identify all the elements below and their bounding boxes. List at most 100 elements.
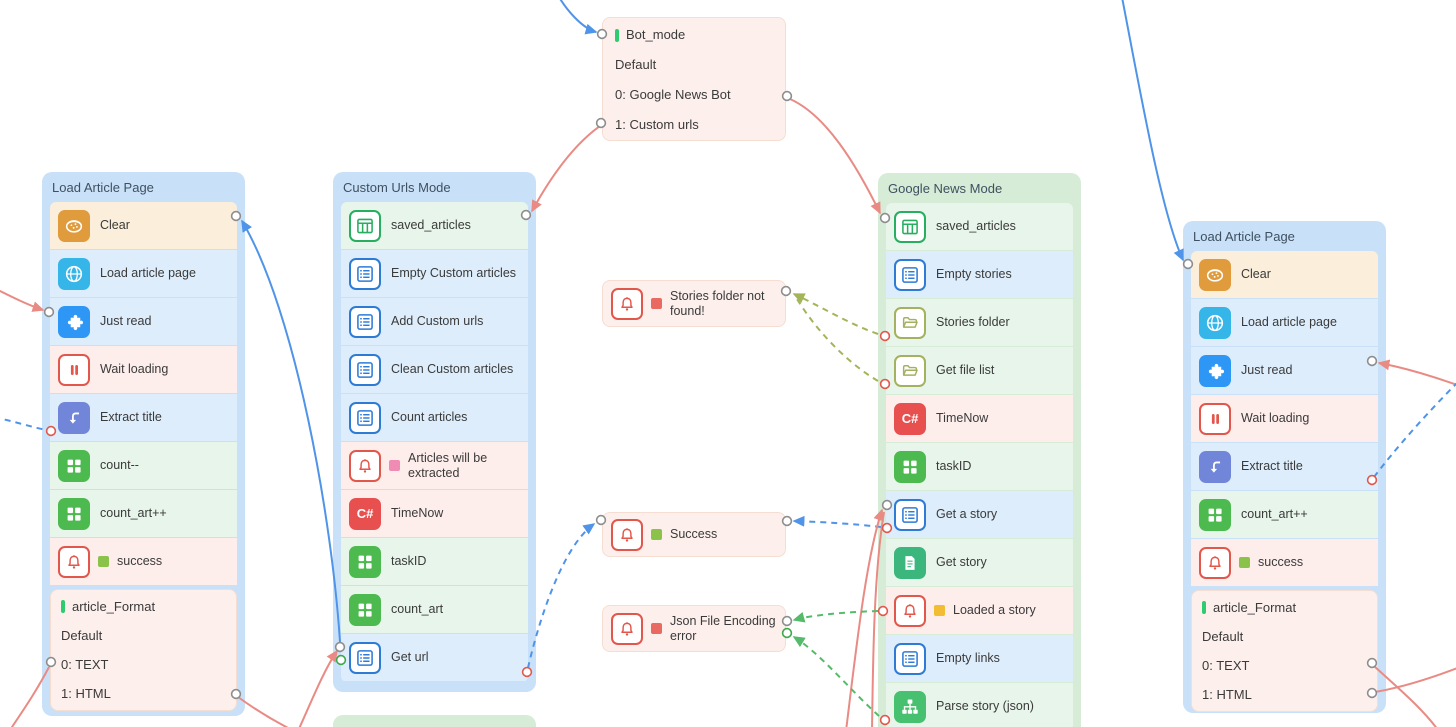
switch-option-1-html[interactable]: 1: HTML bbox=[1202, 680, 1367, 709]
edge-offscreen-bottom-to-get-url-in bbox=[298, 649, 338, 727]
get-story-node[interactable]: Get story bbox=[886, 539, 1073, 586]
switch-option-default[interactable]: Default bbox=[615, 50, 773, 80]
switch-option-0-text[interactable]: 0: TEXT bbox=[1202, 651, 1367, 680]
load-article-page-node[interactable]: Load article page bbox=[1191, 299, 1378, 346]
switch-option-label: 0: TEXT bbox=[61, 657, 109, 672]
group-title: Load Article Page bbox=[52, 180, 154, 195]
node-label: Just read bbox=[100, 314, 152, 328]
timenow-node[interactable]: C#TimeNow bbox=[886, 395, 1073, 442]
stories-folder-not-found-node[interactable]: Stories folder not found! bbox=[602, 280, 786, 327]
parse-story-json-node[interactable]: Parse story (json) bbox=[886, 683, 1073, 727]
switch-option-0-text[interactable]: 0: TEXT bbox=[61, 650, 226, 679]
node-label: taskID bbox=[936, 459, 972, 473]
get-file-list-node[interactable]: Get file list bbox=[886, 347, 1073, 394]
clean-custom-articles-node[interactable]: Clean Custom articles bbox=[341, 346, 528, 393]
switch-title[interactable]: article_Format bbox=[61, 592, 226, 621]
node-label: TimeNow bbox=[391, 506, 444, 520]
success-node[interactable]: success bbox=[50, 538, 237, 585]
add-custom-urls-node[interactable]: Add Custom urls bbox=[341, 298, 528, 345]
success-node[interactable]: Success bbox=[602, 512, 786, 557]
switch-title-label: Bot_mode bbox=[626, 27, 686, 42]
taskid-node[interactable]: taskID bbox=[341, 538, 528, 585]
node-label: Stories folder not found! bbox=[670, 288, 765, 318]
count-art-node[interactable]: count_art++ bbox=[1191, 491, 1378, 538]
edge-right-extract-title-to-offscreen-right bbox=[1373, 382, 1456, 478]
node-label: Empty stories bbox=[936, 267, 1012, 281]
node-label: Just read bbox=[1241, 363, 1293, 377]
switch-option-1-custom-urls[interactable]: 1: Custom urls bbox=[615, 110, 773, 140]
edge-get-a-story-out-to-success-right bbox=[792, 515, 882, 528]
node-label: Json File Encoding error bbox=[670, 613, 776, 643]
articles-will-be-extracted-node[interactable]: Articles will be extracted bbox=[341, 442, 528, 489]
node-label: Get story bbox=[936, 555, 987, 569]
get-a-story-node[interactable]: Get a story bbox=[886, 491, 1073, 538]
count-art-node[interactable]: count_art++ bbox=[50, 490, 237, 537]
switch-option-default[interactable]: Default bbox=[61, 621, 226, 650]
cookie-icon bbox=[1199, 258, 1231, 291]
edge-offscreen-top-to-right-clear bbox=[1121, 0, 1184, 262]
tree-icon bbox=[894, 690, 926, 723]
switch-title-label: article_Format bbox=[1213, 600, 1297, 615]
arrowdown-icon bbox=[1199, 450, 1231, 483]
extract-title-node[interactable]: Extract title bbox=[1191, 443, 1378, 490]
clear-node[interactable]: Clear bbox=[50, 202, 237, 249]
saved-articles-node[interactable]: saved_articles bbox=[886, 203, 1073, 250]
node-label: Extract title bbox=[100, 410, 162, 424]
edge-get-file-list-to-stories-folder-not-found bbox=[796, 298, 879, 382]
node-label: Extract title bbox=[1241, 459, 1303, 473]
switch-option-default[interactable]: Default bbox=[1202, 622, 1367, 651]
switch-option-1-html[interactable]: 1: HTML bbox=[61, 679, 226, 708]
grid-icon bbox=[58, 449, 90, 482]
node-label: Get a story bbox=[936, 507, 998, 521]
switch-title[interactable]: Bot_mode bbox=[615, 20, 773, 50]
node-label: Articles will be extracted bbox=[408, 450, 488, 480]
count-articles-node[interactable]: Count articles bbox=[341, 394, 528, 441]
node-label: Load article page bbox=[1241, 315, 1337, 329]
switch-option-label: 0: TEXT bbox=[1202, 658, 1250, 673]
extract-title-node[interactable]: Extract title bbox=[50, 394, 237, 441]
puzzle-icon bbox=[58, 305, 90, 338]
stories-folder-node[interactable]: Stories folder bbox=[886, 299, 1073, 346]
count-node[interactable]: count-- bbox=[50, 442, 237, 489]
empty-stories-node[interactable]: Empty stories bbox=[886, 251, 1073, 298]
wait-loading-node[interactable]: Wait loading bbox=[50, 346, 237, 393]
switch-option-0-google-news-bot[interactable]: 0: Google News Bot bbox=[615, 80, 773, 110]
clear-node[interactable]: Clear bbox=[1191, 251, 1378, 298]
timenow-node[interactable]: C#TimeNow bbox=[341, 490, 528, 537]
edge-stories-folder-to-stories-folder-not-found bbox=[792, 293, 879, 335]
node-label: Get file list bbox=[936, 363, 995, 377]
edge-bot-mode-0-google-news-bot-to-google-news-saved-articles bbox=[789, 98, 881, 215]
get-url-node[interactable]: Get url bbox=[341, 634, 528, 681]
taskid-node[interactable]: taskID bbox=[886, 443, 1073, 490]
load-article-page-node[interactable]: Load article page bbox=[50, 250, 237, 297]
wait-loading-node[interactable]: Wait loading bbox=[1191, 395, 1378, 442]
group-title: Custom Urls Mode bbox=[343, 180, 451, 195]
node-label: count_art++ bbox=[1241, 507, 1308, 521]
loaded-a-story-node[interactable]: Loaded a story bbox=[886, 587, 1073, 634]
group-bottom-group-sliver[interactable] bbox=[333, 715, 536, 727]
grid-icon bbox=[349, 545, 381, 578]
count-art-node[interactable]: count_art bbox=[341, 586, 528, 633]
grid-icon bbox=[1199, 498, 1231, 531]
saved-articles-node[interactable]: saved_articles bbox=[341, 202, 528, 249]
empty-custom-articles-node[interactable]: Empty Custom articles bbox=[341, 250, 528, 297]
just-read-node[interactable]: Just read bbox=[50, 298, 237, 345]
status-marker bbox=[934, 605, 945, 616]
switch-title[interactable]: article_Format bbox=[1202, 593, 1367, 622]
success-node[interactable]: success bbox=[1191, 539, 1378, 586]
table-icon bbox=[349, 209, 381, 242]
json-file-encoding-error-node[interactable]: Json File Encoding error bbox=[602, 605, 786, 652]
list-icon bbox=[349, 353, 381, 386]
empty-links-node[interactable]: Empty links bbox=[886, 635, 1073, 682]
variable-bar-icon bbox=[1202, 601, 1206, 614]
just-read-node[interactable]: Just read bbox=[1191, 347, 1378, 394]
